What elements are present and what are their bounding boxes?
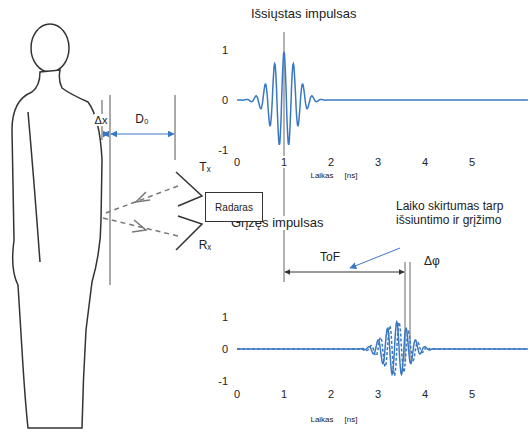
tick-label: 5 [468, 388, 476, 401]
radar-box: Radaras [205, 192, 263, 222]
tick-label: 1 [221, 311, 229, 324]
pulse-curve [237, 322, 528, 375]
tick-label: 1 [280, 388, 288, 401]
tick-label: 0 [233, 388, 241, 401]
tick-label: 1 [280, 156, 288, 169]
plot-title: Išsiųstas impulsas [250, 7, 357, 22]
time-markers [284, 32, 410, 362]
box-label: Radaras [215, 202, 253, 213]
radar-rays [103, 186, 178, 236]
distance-markers [102, 95, 175, 285]
waveforms [237, 52, 528, 376]
tick-label: 2 [327, 156, 335, 169]
tick-label: 1 [221, 44, 229, 57]
pulse-curve [237, 322, 528, 375]
axis-unit: [ns] [344, 171, 359, 180]
tick-label: 4 [421, 156, 429, 169]
tick-label: 3 [374, 388, 382, 401]
annotation: ToF [319, 251, 341, 265]
tick-label: 2 [327, 388, 335, 401]
antenna-label: Tₓ [198, 161, 211, 175]
antenna-label: Rₓ [198, 239, 213, 253]
tick-label: -1 [217, 144, 229, 157]
dimension-label: D₀ [134, 113, 150, 127]
tick-label: 4 [421, 388, 429, 401]
tick-label: 5 [468, 156, 476, 169]
tick-label: -1 [217, 375, 229, 388]
person-silhouette [12, 24, 102, 428]
axis-title: Laikas [309, 415, 334, 424]
tick-label: 0 [221, 343, 229, 356]
tick-label: 0 [221, 94, 229, 107]
annotation: Δφ [423, 255, 441, 269]
dimension-label: Δx [94, 114, 109, 127]
tick-label: 3 [374, 156, 382, 169]
pulse-curve [237, 52, 528, 145]
annotation: Laiko skirtumas tarp išsiuntimo ir grįži… [395, 200, 527, 228]
axis-unit: [ns] [344, 415, 359, 424]
axis-title: Laikas [309, 171, 334, 180]
tick-label: 0 [233, 156, 241, 169]
